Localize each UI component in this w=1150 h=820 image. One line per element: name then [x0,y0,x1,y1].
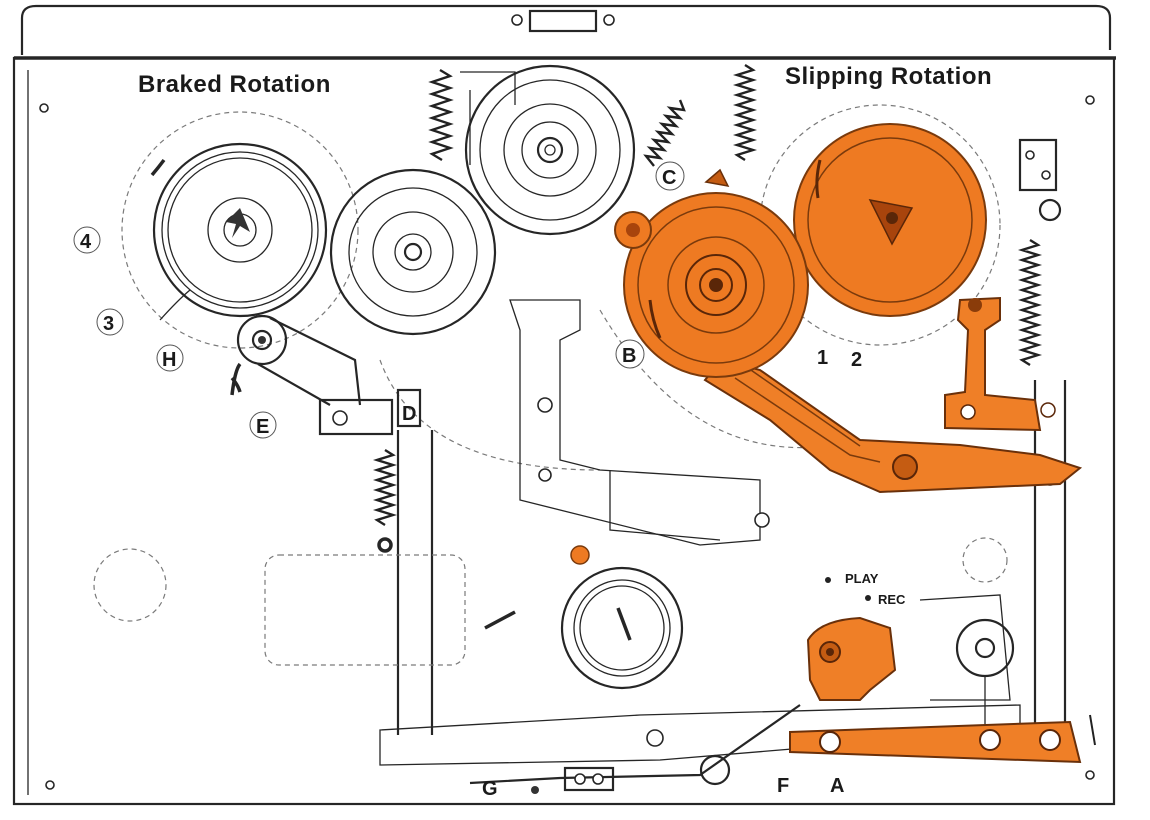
callout-3: 3 [96,308,124,336]
callout-label-d: D [402,403,416,425]
callout-label-a: A [830,775,844,797]
play-label: PLAY [845,571,879,586]
faint-left-components [93,548,516,666]
spring-vertical-right [1017,238,1043,367]
callout-label-1: 1 [817,347,828,369]
chassis-frame [12,4,1116,806]
callout-d: D [402,403,416,425]
slipping-idler-wheel [623,192,809,378]
callout-e: E [249,411,277,439]
idler-pivot-knob [614,168,730,249]
callout-h: H [156,344,184,372]
center-drive-wheel [460,64,636,236]
braked-rotation-title: Braked Rotation [138,71,331,98]
idler-wheel [329,168,497,336]
screw-hole [39,103,49,113]
rec-label: REC [878,592,906,607]
callout-2: 2 [851,349,862,371]
play-rec-switch-cam [806,616,897,701]
slipping-rotation-title: Slipping Rotation [785,63,992,90]
counter-dial [560,545,684,690]
slipping-takeup-reel [793,123,987,317]
spring-diagonal-center [643,99,686,167]
callout-label-b: B [622,345,636,367]
callout-label-e: E [256,416,269,438]
callout-label-2: 2 [851,349,862,371]
rec-indicator: REC [865,592,906,607]
callout-label-f: F [777,775,789,797]
braked-reel-assembly [150,142,328,321]
callout-label-h: H [162,349,176,371]
bottom-slider-bar [789,714,1096,764]
screw-hole [1085,770,1095,780]
callout-label-c: C [662,167,676,189]
screw-hole [45,780,55,790]
callout-g: G [482,778,498,800]
callout-b: B [615,339,645,369]
spring-top-left [428,68,454,162]
callout-c: C [655,161,685,191]
spring-vertical-left [372,448,398,553]
chassis-plate-outline [509,299,770,546]
callout-f: F [777,775,789,797]
right-bell-crank [944,296,1056,432]
callout-1: 1 [817,347,828,369]
slipping-idler-arm [703,358,1083,494]
right-lower-mechanism [919,537,1015,730]
callout-label-4: 4 [80,231,92,253]
callout-4: 4 [73,226,101,254]
screw-hole [1085,95,1095,105]
brake-arm [230,314,422,436]
vertical-link-rod [396,430,434,735]
callout-label-g: G [482,778,498,800]
callout-a: A [830,775,844,797]
spring-top-right [732,63,758,162]
reel-hub-spindle [226,208,250,238]
right-slide-bar [1018,138,1067,740]
top-mount-slot [511,9,615,33]
play-indicator: PLAY [825,571,879,586]
callout-label-3: 3 [103,313,114,335]
